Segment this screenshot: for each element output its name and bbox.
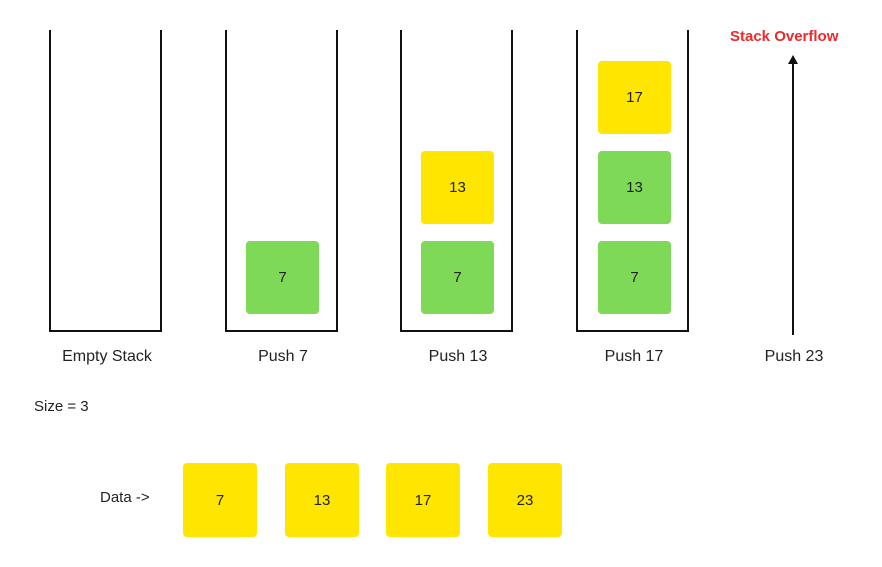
stack-cell: 13 <box>598 151 671 224</box>
stack-push-7: 7 <box>225 30 338 332</box>
stack-caption-push-17: Push 17 <box>604 348 664 365</box>
data-array-cell: 7 <box>183 463 257 537</box>
stack-cell: 7 <box>246 241 319 314</box>
stack-empty <box>49 30 162 332</box>
overflow-arrow-line <box>792 62 794 335</box>
data-array-cell: 23 <box>488 463 562 537</box>
stack-caption-push-13: Push 13 <box>428 348 488 365</box>
stack-push-13: 13 7 <box>400 30 513 332</box>
stack-caption-push-7: Push 7 <box>258 348 308 365</box>
data-array-cell: 13 <box>285 463 359 537</box>
stack-push-17: 17 13 7 <box>576 30 689 332</box>
stack-cell: 13 <box>421 151 494 224</box>
arrow-up-icon <box>788 55 798 64</box>
stack-cell: 17 <box>598 61 671 134</box>
data-array-cell: 17 <box>386 463 460 537</box>
stack-cell: 7 <box>421 241 494 314</box>
stack-overflow-label: Stack Overflow <box>730 28 839 45</box>
stack-caption-push-23: Push 23 <box>764 348 824 365</box>
size-label: Size = 3 <box>34 398 89 415</box>
stack-cell: 7 <box>598 241 671 314</box>
data-array-label: Data -> <box>100 489 150 506</box>
stack-caption-empty: Empty Stack <box>62 348 152 365</box>
